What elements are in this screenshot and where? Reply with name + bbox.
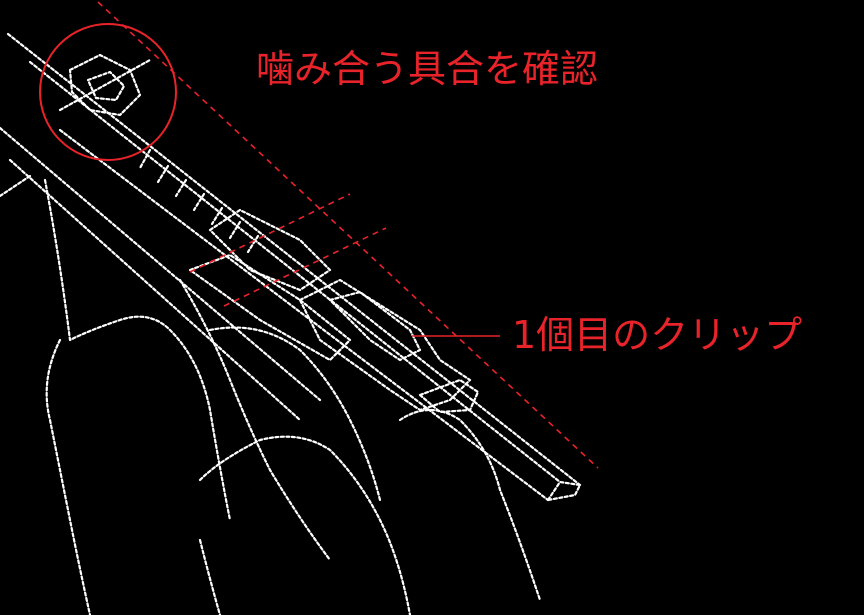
first-clip-tab (418, 378, 480, 414)
lower-arm-right (178, 278, 332, 562)
inner-curve (208, 326, 382, 502)
engagement-check-label: 噛み合う具合を確認 (256, 47, 599, 91)
guide-cross-lower (223, 227, 387, 307)
rail-ribs (138, 148, 260, 254)
first-clip-slot (328, 290, 422, 362)
lower-arm-inner (45, 338, 92, 615)
first-clip-label: 1個目のクリップ (512, 313, 803, 357)
engagement-callout-circle (39, 23, 177, 161)
clip-housing-upper (208, 208, 332, 292)
rail-edge-top (6, 32, 582, 487)
guide-cross-upper (189, 193, 351, 273)
engagement-detail-inner (86, 70, 126, 102)
lower-lobe (198, 435, 412, 615)
lower-arm-outline (43, 178, 232, 522)
alignment-guides (97, 1, 599, 469)
body-edge-left (0, 126, 322, 402)
clip-housing-lower (188, 253, 352, 362)
lower-lobe-2 (398, 409, 542, 602)
lower-lobe-3 (198, 538, 222, 615)
guide-diagonal (97, 1, 599, 469)
first-clip-body (298, 278, 472, 412)
clip-assembly-outline (0, 32, 582, 615)
body-edge-left-2 (8, 158, 302, 422)
rail-edge-lower (58, 128, 550, 502)
body-edge-outer (0, 174, 32, 198)
engagement-detail-line (58, 58, 152, 112)
engagement-detail (68, 53, 142, 117)
rail-end-cap (546, 480, 582, 502)
